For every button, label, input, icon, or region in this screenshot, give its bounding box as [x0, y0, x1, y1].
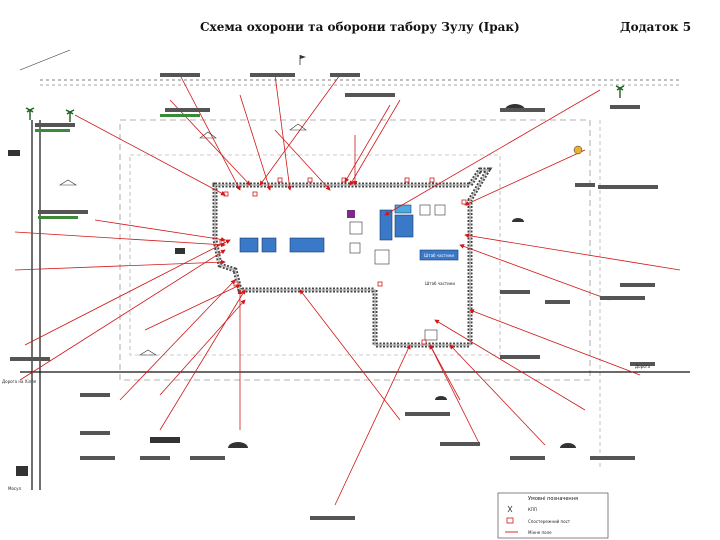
hq-inner-label: Штаб частини	[425, 281, 455, 286]
legend: Умовні позначення КПП Спостережний пост …	[497, 492, 609, 539]
tank-4	[379, 209, 393, 241]
crossed-tools-icon	[507, 505, 513, 513]
legend-item: Мінне поле	[528, 530, 552, 535]
tank-6	[394, 204, 412, 214]
tank-3	[289, 237, 325, 253]
legend-item: КПП	[528, 507, 537, 512]
road-label-right: Дорога	[635, 364, 651, 369]
guard-post-icon	[506, 517, 514, 524]
page-title: Схема охорони та оборони табору Зулу (Ір…	[200, 20, 520, 34]
box-structure	[349, 242, 361, 254]
box-structure	[434, 204, 446, 216]
box-structure	[424, 329, 438, 341]
annex-label: Додаток 5	[620, 20, 692, 34]
vehicle-icon	[8, 150, 185, 476]
hq-building	[419, 249, 459, 261]
outer-perimeter	[119, 119, 591, 381]
box-structure	[374, 249, 390, 265]
palm-tree-icon	[615, 85, 625, 98]
flag-icon	[299, 55, 306, 65]
threat-lines	[14, 74, 681, 506]
purple-structure	[347, 210, 355, 218]
tent-icon	[58, 123, 307, 356]
box-structure	[419, 204, 431, 216]
tank-1	[239, 237, 259, 253]
compound-wall-inner	[214, 169, 490, 346]
satellite-dish-icon	[573, 145, 583, 155]
bunker-dome-icon	[228, 104, 576, 448]
legend-title: Умовні позначення	[528, 496, 578, 502]
track-line	[19, 49, 71, 71]
tank-5	[394, 214, 414, 238]
inner-perimeter	[129, 154, 501, 356]
legend-item: Спостережний пост	[528, 519, 571, 524]
road-label-left: Дорога на Хілля	[2, 379, 37, 384]
guard-posts	[219, 177, 467, 345]
box-structure	[349, 221, 363, 235]
tank-2	[261, 237, 277, 253]
palm-tree-icon	[65, 109, 75, 122]
palm-tree-icon	[25, 107, 35, 120]
road-label-bottom: Мосул	[8, 486, 21, 491]
annotations	[10, 73, 658, 520]
hq-building-label: Штаб частини	[424, 253, 454, 258]
